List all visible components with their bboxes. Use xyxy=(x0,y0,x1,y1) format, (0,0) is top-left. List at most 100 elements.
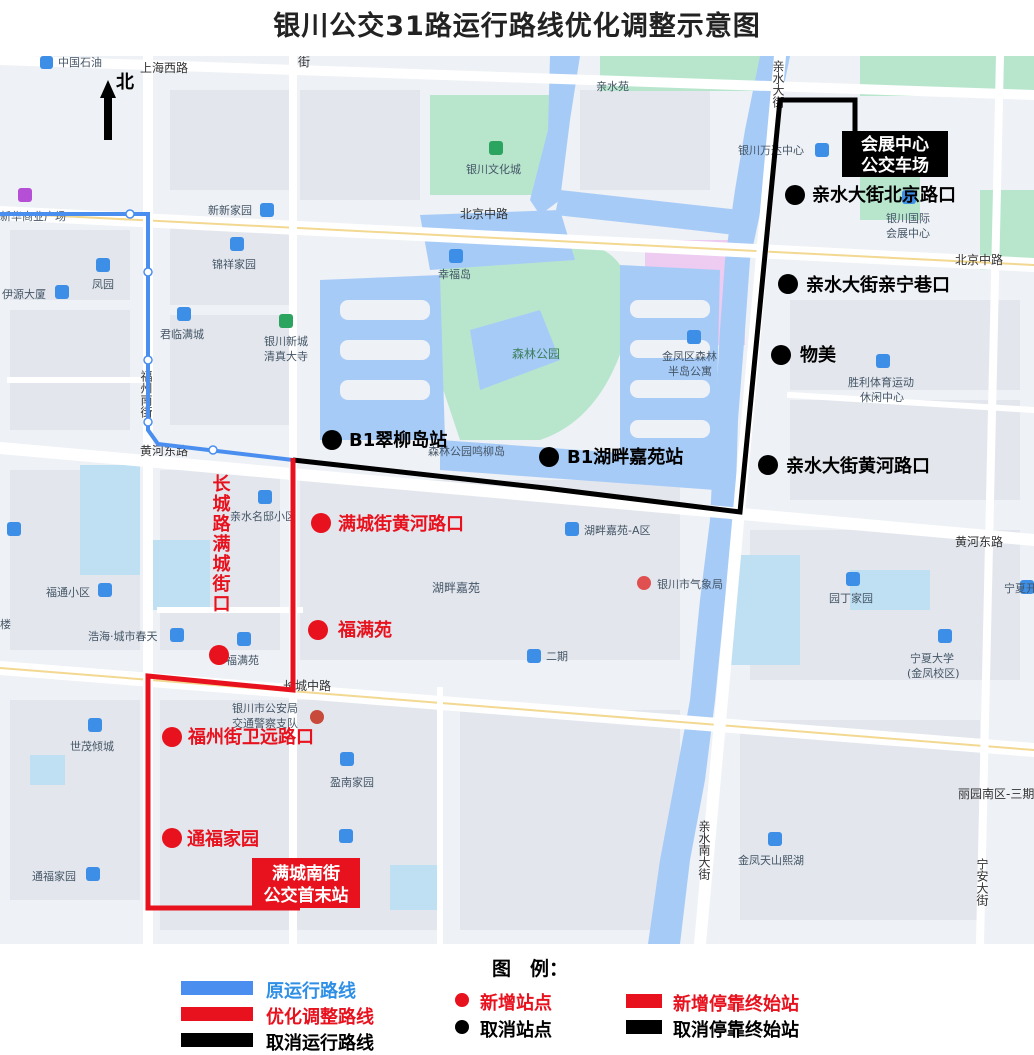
place-label: 休闲中心 xyxy=(860,390,904,404)
cancelled-stop-dot xyxy=(539,447,559,467)
new-stop-dot xyxy=(162,828,182,848)
place-label: 幸福岛 xyxy=(438,267,471,281)
island xyxy=(630,420,710,438)
building-icon xyxy=(88,718,102,732)
island xyxy=(630,340,710,358)
new-stop-dot xyxy=(209,645,229,665)
building-icon xyxy=(230,237,244,251)
place-label: 胜利体育运动 xyxy=(848,375,914,389)
cancelled-stop-dot xyxy=(322,430,342,450)
place-label: 交通警察支队 xyxy=(232,716,298,730)
terminal-mancheng-line1: 满城南街 xyxy=(272,863,340,884)
block xyxy=(850,570,930,610)
building-icon xyxy=(40,56,53,69)
original-route-nodes xyxy=(125,209,218,455)
place-label: 福通小区 xyxy=(46,585,90,599)
legend-cancelled-stop-label: 取消站点 xyxy=(480,1020,552,1041)
road-label: 上海西路 xyxy=(140,60,188,75)
river-main xyxy=(648,56,790,944)
lake-inlets xyxy=(340,300,710,438)
legend-heading: 图 例： xyxy=(492,958,569,980)
place-label: 亲水名邸小区 xyxy=(230,509,296,523)
canal-north xyxy=(530,56,580,215)
place-label: 银川新城 xyxy=(264,334,308,348)
new-stop-label: 满城街黄河路口 xyxy=(338,513,464,535)
terminal-expo: 会展中心 公交车场 xyxy=(842,131,948,177)
place-label: 浩海·城市春天 xyxy=(88,629,158,643)
place-label: 凤园 xyxy=(92,278,114,291)
building-icon xyxy=(768,832,782,846)
road-label: 黄河东路 xyxy=(955,534,1003,549)
building-icon xyxy=(7,522,21,536)
legend-cancelled-stop-dot xyxy=(455,1020,469,1034)
sport-icon xyxy=(876,354,890,368)
building-icon xyxy=(260,203,274,217)
place-label: 湖畔嘉苑 xyxy=(432,580,480,595)
new-route-line xyxy=(145,458,300,911)
terminal-mancheng-line2: 公交首末站 xyxy=(264,885,349,906)
legend-new-stop-dot xyxy=(455,993,469,1007)
ningan-street xyxy=(975,56,1005,944)
place-label: 亲水苑 xyxy=(596,79,629,93)
block xyxy=(460,710,680,930)
place-label: 盈南家园 xyxy=(330,775,374,789)
building-icon xyxy=(170,628,184,642)
cancelled-stop-label: 亲水大街黄河路口 xyxy=(786,455,930,477)
block xyxy=(10,310,130,430)
minor-road xyxy=(786,391,1034,414)
route-node xyxy=(208,445,218,455)
new-stop-dot xyxy=(311,513,331,533)
cancelled-stops xyxy=(322,185,805,475)
mall-icon xyxy=(18,188,32,202)
place-label: 金凤天山熙湖 xyxy=(738,853,804,867)
lake-bottom xyxy=(440,440,720,490)
island xyxy=(630,300,710,318)
building-icon xyxy=(527,649,541,663)
block xyxy=(390,865,440,910)
building-icon xyxy=(815,143,829,157)
place-label: 清真大寺 xyxy=(264,349,308,363)
terminal-expo-box xyxy=(842,131,948,177)
place-label: 伊源大厦 xyxy=(2,287,46,301)
block xyxy=(10,700,140,900)
cancelled-stop-label: 亲水大街北京路口 xyxy=(812,184,956,206)
road-label: 丽园南区-三期 xyxy=(958,786,1034,801)
island xyxy=(340,380,430,400)
block xyxy=(80,465,140,575)
north-label: 北 xyxy=(116,72,134,93)
legend-cancelled-terminal-label: 取消停靠终始站 xyxy=(673,1020,799,1041)
building-icon xyxy=(98,583,112,597)
road-labels: 上海西路 北京中路 北京中路 黄河东路 黄河东路 长城中路 街 丽园南区-三期 … xyxy=(139,56,1034,906)
building-icon xyxy=(96,258,110,272)
map-legend: 图 例： 原运行路线 优化调整路线 取消运行路线 新增站点 取消站点 新增停靠终… xyxy=(0,944,1034,1054)
building-icon xyxy=(1020,580,1034,594)
shanghai-west-road xyxy=(0,56,1034,101)
place-label: 银川万达中心 xyxy=(738,143,804,157)
terminal-mancheng: 满城南街 公交首末站 xyxy=(252,858,360,908)
building-icon xyxy=(687,330,701,344)
road-label: 北京中路 xyxy=(460,206,508,221)
new-stop-label: 通福家园 xyxy=(187,828,259,850)
block xyxy=(300,90,420,200)
poi-markers xyxy=(7,56,1034,881)
map-title: 银川公交31路运行路线优化调整示意图 xyxy=(273,11,761,42)
route-node xyxy=(143,417,153,427)
mosque-icon xyxy=(279,314,293,328)
place-label: 福满苑 xyxy=(226,653,259,667)
cancelled-stop-dot xyxy=(785,185,805,205)
new-stop-label: 福州街卫远路口 xyxy=(187,726,314,748)
place-label: 森林公园鸣柳岛 xyxy=(428,444,505,458)
place-label: 半岛公寓 xyxy=(668,364,712,378)
island xyxy=(630,380,710,398)
block xyxy=(730,555,800,665)
new-stops xyxy=(162,513,331,848)
block xyxy=(30,755,65,785)
terminal-mancheng-box xyxy=(252,858,360,908)
beijing-middle-road-edge xyxy=(0,211,1034,267)
police-icon xyxy=(310,710,324,724)
north-arrow: 北 xyxy=(100,72,134,140)
road-label-vertical: 亲水大街 xyxy=(771,60,785,108)
roads xyxy=(0,56,1034,944)
legend-new-terminal-swatch xyxy=(626,994,662,1008)
cancelled-stop-dot xyxy=(758,455,778,475)
